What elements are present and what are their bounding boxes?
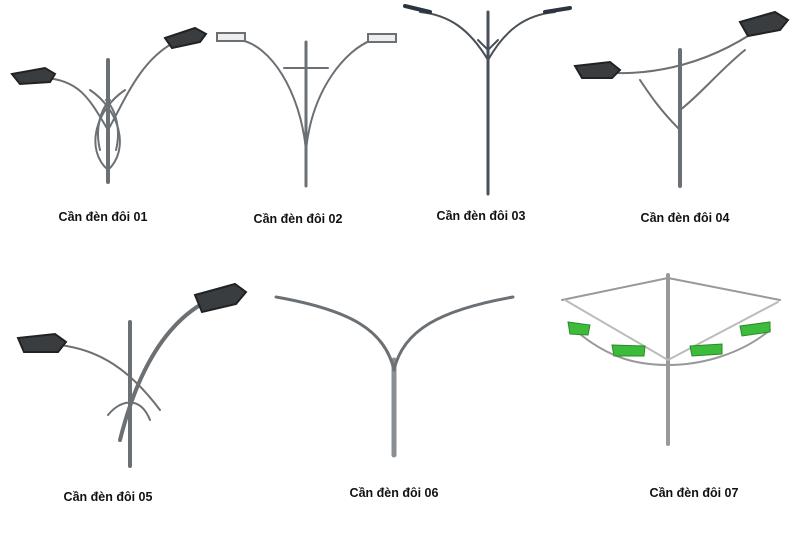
pole-01-illustration [10,26,208,184]
pole-02-label: Cần đèn đôi 02 [253,212,343,226]
pole-07-label: Cần đèn đôi 07 [649,486,739,500]
pole-04-label: Cần đèn đôi 04 [640,211,730,225]
pole-03-illustration [403,4,572,196]
pole-04-illustration [573,10,790,188]
pole-06-illustration [274,295,515,458]
pole-06-label: Cần đèn đôi 06 [349,486,439,500]
pole-07-illustration [561,273,781,446]
pole-03-label: Cần đèn đôi 03 [436,209,526,223]
pole-05-illustration [16,282,248,468]
pole-01-label: Cần đèn đôi 01 [58,210,148,224]
pole-02-illustration [216,32,397,188]
pole-05-label: Cần đèn đôi 05 [63,490,153,504]
